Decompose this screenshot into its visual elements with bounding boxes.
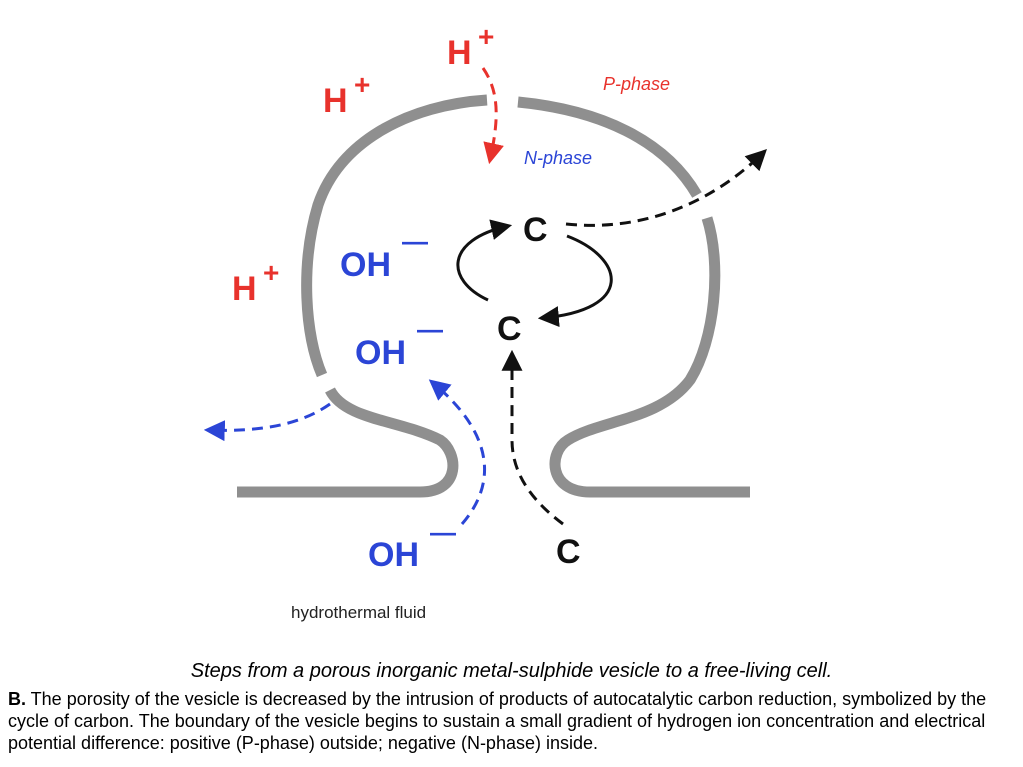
- proton-top: H +: [447, 21, 494, 72]
- svg-text:H: H: [232, 270, 257, 308]
- svg-text:+: +: [354, 69, 370, 100]
- caption-label: B.: [8, 689, 26, 709]
- hydroxide-entry-arrow: [428, 379, 486, 525]
- svg-text:OH: OH: [340, 246, 391, 284]
- vesicle-diagram: H + H + H + P-phase N-phase OH — OH — OH…: [203, 21, 767, 622]
- p-phase-label: P-phase: [603, 74, 670, 94]
- hydroxide-exit-arrow: [203, 402, 331, 442]
- hydroxide-bottom: OH —: [368, 517, 456, 574]
- svg-text:—: —: [430, 517, 456, 547]
- carbon-bottom: C: [556, 533, 581, 571]
- membrane-left-upper: [301, 94, 488, 378]
- svg-text:H: H: [323, 82, 348, 120]
- carbon-exit-arrow: [565, 149, 767, 227]
- carbon-middle: C: [497, 310, 522, 348]
- proton-left: H +: [323, 69, 370, 120]
- carbon-top: C: [523, 211, 548, 249]
- caption-body: B. The porosity of the vesicle is decrea…: [8, 688, 1018, 754]
- svg-text:H: H: [447, 34, 472, 72]
- caption-text: The porosity of the vesicle is decreased…: [8, 689, 987, 753]
- proton-side: H +: [232, 257, 279, 308]
- svg-text:—: —: [417, 314, 443, 344]
- n-phase-label: N-phase: [524, 148, 592, 168]
- svg-text:+: +: [263, 257, 279, 288]
- carbon-cycle-arrow-right: [537, 234, 613, 328]
- proton-entry-arrow: [481, 67, 504, 165]
- svg-text:OH: OH: [368, 536, 419, 574]
- svg-text:+: +: [478, 21, 494, 52]
- carbon-cycle-arrow-left: [456, 219, 513, 302]
- hydroxide-upper: OH —: [340, 226, 428, 284]
- vesicle-membrane: [237, 94, 750, 498]
- membrane-right-wall: [549, 216, 750, 498]
- membrane-left-segment: [237, 387, 459, 498]
- hydroxide-middle: OH —: [355, 314, 443, 372]
- carbon-entry-arrow: [501, 349, 564, 526]
- svg-text:—: —: [402, 226, 428, 256]
- hydrothermal-fluid-label: hydrothermal fluid: [291, 603, 426, 622]
- caption-title: Steps from a porous inorganic metal-sulp…: [190, 660, 833, 682]
- membrane-top-right: [517, 96, 702, 198]
- svg-text:OH: OH: [355, 334, 406, 372]
